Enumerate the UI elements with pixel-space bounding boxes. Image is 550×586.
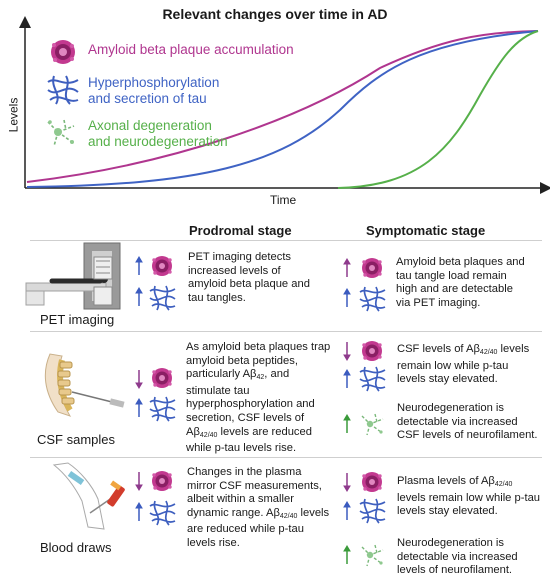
- row-label-csf: CSF samples: [37, 432, 116, 447]
- arrow-up-icon: [135, 398, 143, 418]
- text-line: Plasma levels of Aβ42/40: [397, 475, 513, 488]
- text-line: levels rise.: [187, 536, 240, 549]
- text-line: Amyloid beta plaques and: [396, 256, 525, 268]
- text-line: CSF levels of Aβ42/40 levels: [397, 343, 530, 356]
- arrow-down-icon: [135, 471, 143, 491]
- arrow-up-icon: [343, 501, 351, 521]
- text-line: amyloid beta peptides,: [186, 354, 298, 367]
- arrow-down-icon: [343, 341, 351, 361]
- blood-prodromal-text: Changes in the plasma mirror CSF measure…: [187, 466, 329, 551]
- text-line: CSF levels of neurofilament.: [397, 429, 538, 442]
- amyloid-plaque-icon: [152, 471, 172, 491]
- text-line: dynamic range. Aβ42/40 levels: [187, 506, 330, 520]
- csf-prodromal-text: As amyloid beta plaques trap amyloid bet…: [186, 341, 330, 456]
- text-line: levels stay elevated.: [397, 505, 498, 518]
- amyloid-plaque-icon: [152, 256, 172, 276]
- text-line: are reduced while p-tau: [187, 523, 304, 536]
- pet-scanner-icon: [25, 242, 121, 310]
- row-label-pet: PET imaging: [40, 312, 115, 327]
- text-line: hyperphosphorylation and: [186, 398, 315, 411]
- text-line: particularly Aβ42, and: [186, 368, 290, 382]
- x-axis-label: Time: [270, 193, 297, 207]
- text-line: levels of neurofilament.: [397, 564, 513, 577]
- pet-symptomatic-text: Amyloid beta plaques and tau tangle load…: [396, 256, 525, 310]
- divider: [30, 331, 542, 332]
- amyloid-plaque-icon: [51, 40, 75, 64]
- arrow-up-icon: [343, 545, 351, 565]
- text-line: stimulate tau: [186, 384, 250, 397]
- arrow-up-icon: [343, 414, 351, 434]
- series-line-amyloid: [26, 30, 539, 183]
- header-symptomatic: Symptomatic stage: [366, 223, 486, 238]
- neuron-degeneration-icon: [361, 544, 384, 567]
- text-line: increased levels of: [188, 264, 281, 277]
- line-chart: [19, 16, 550, 194]
- amyloid-plaque-icon: [362, 472, 382, 492]
- tau-tangle-icon: [47, 75, 79, 105]
- blood-symptomatic-text-a: Plasma levels of Aβ42/40 levels remain l…: [397, 475, 540, 519]
- text-line: via PET imaging.: [396, 296, 481, 309]
- legend-tau: Hyperphosphorylation and secretion of ta…: [88, 75, 219, 107]
- arrow-down-icon: [135, 369, 143, 389]
- arrow-down-icon: [343, 472, 351, 492]
- text-line: albeit within a smaller: [187, 493, 294, 506]
- legend-tau-line2: and secretion of tau: [88, 91, 207, 106]
- legend-amyloid: Amyloid beta plaque accumulation: [88, 42, 294, 57]
- divider: [30, 240, 542, 241]
- text-line: Neurodegeneration is: [397, 537, 504, 549]
- arrow-up-icon: [135, 502, 143, 522]
- chart-title: Relevant changes over time in AD: [162, 6, 388, 22]
- neuron-degeneration-icon: [47, 119, 75, 147]
- arm-blood-draw-icon: [52, 462, 125, 530]
- arrow-up-icon: [343, 369, 351, 389]
- tau-tangle-icon: [359, 286, 386, 312]
- divider: [30, 457, 542, 458]
- text-line: PET imaging detects: [188, 251, 292, 263]
- csf-symptomatic-text-a: CSF levels of Aβ42/40 levels remain low …: [397, 343, 529, 387]
- text-line: secretion, CSF levels of: [186, 411, 305, 424]
- text-line: tau tangle load remain: [396, 269, 507, 282]
- text-line: detectable via increased: [397, 415, 518, 428]
- text-line: amyloid beta plaque and: [188, 278, 310, 291]
- tau-tangle-icon: [359, 498, 386, 524]
- legend-tau-line1: Hyperphosphorylation: [88, 75, 220, 90]
- text-line: high and are detectable: [396, 283, 513, 296]
- legend-neuro-line2: and neurodegeneration: [88, 134, 228, 149]
- arrow-up-icon: [135, 256, 143, 276]
- legend-neuro-line1: Axonal degeneration: [88, 118, 212, 133]
- series-line-tau: [26, 30, 539, 188]
- text-line: Aβ42/40 levels are reduced: [186, 425, 312, 439]
- spine-csf-icon: [44, 353, 125, 417]
- series-line-neuro: [337, 30, 539, 189]
- amyloid-plaque-icon: [152, 368, 172, 388]
- tau-tangle-icon: [359, 366, 386, 392]
- text-line: Neurodegeneration is: [397, 402, 504, 414]
- amyloid-plaque-icon: [362, 258, 382, 278]
- blood-symptomatic-text-b: Neurodegeneration is detectable via incr…: [397, 537, 518, 578]
- text-line: levels stay elevated.: [397, 373, 498, 386]
- text-line: detectable via increased: [397, 550, 518, 563]
- tau-tangle-icon: [149, 396, 176, 422]
- arrow-up-icon: [343, 288, 351, 308]
- legend-neuro: Axonal degeneration and neurodegeneratio…: [88, 118, 228, 150]
- arrow-up-icon: [135, 287, 143, 307]
- csf-symptomatic-text-b: Neurodegeneration is detectable via incr…: [397, 402, 538, 443]
- pet-prodromal-text: PET imaging detects increased levels of …: [188, 251, 310, 305]
- amyloid-plaque-icon: [362, 341, 382, 361]
- arrow-up-icon: [343, 258, 351, 278]
- text-line: As amyloid beta plaques trap: [186, 341, 331, 353]
- text-line: levels remain low while p-tau: [397, 491, 541, 504]
- text-line: while p-tau levels rise.: [186, 442, 297, 455]
- header-prodromal: Prodromal stage: [189, 223, 292, 238]
- text-line: Changes in the plasma: [187, 466, 302, 478]
- neuron-degeneration-icon: [361, 413, 384, 436]
- text-line: tau tangles.: [188, 291, 246, 304]
- row-label-blood: Blood draws: [40, 540, 112, 555]
- text-line: mirror CSF measurements,: [187, 479, 322, 492]
- tau-tangle-icon: [149, 500, 176, 526]
- text-line: remain low while p-tau: [397, 359, 509, 372]
- tau-tangle-icon: [149, 285, 176, 311]
